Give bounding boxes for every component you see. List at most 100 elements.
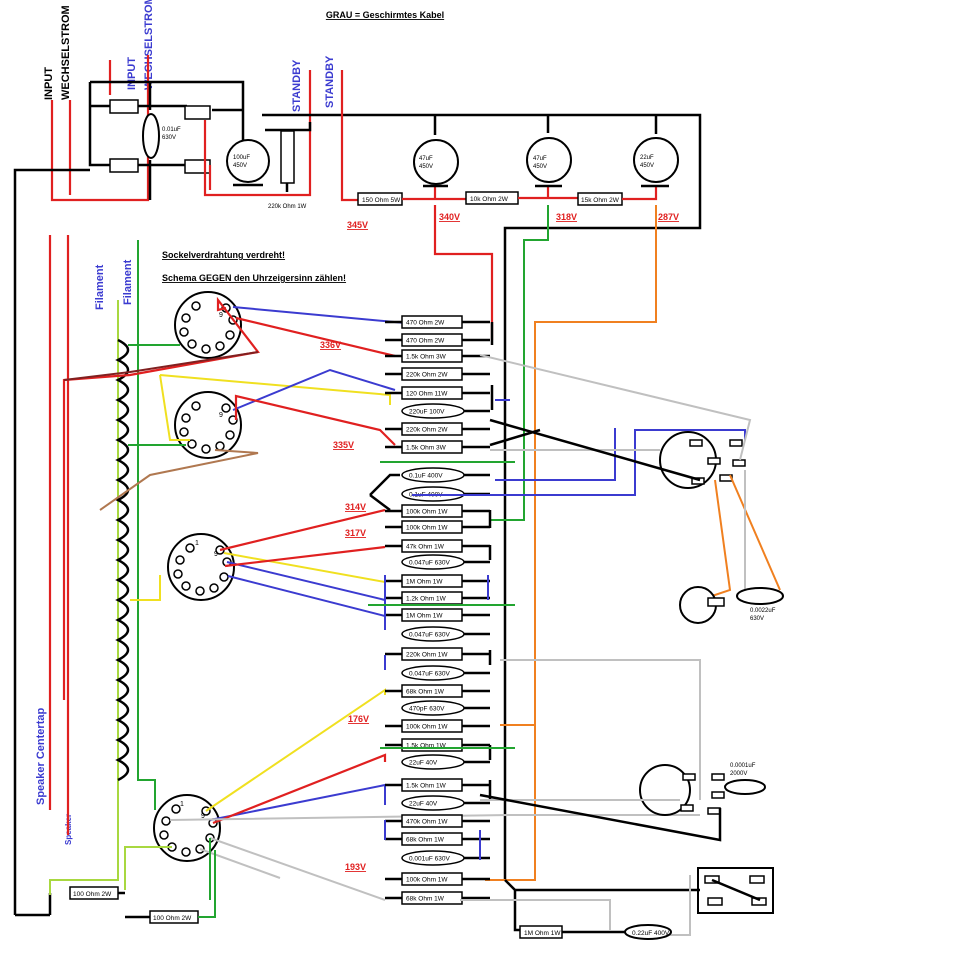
gray-right-1: [479, 354, 752, 461]
label-speaker-centertap: Speaker Centertap: [35, 708, 47, 805]
column-component-label: 470 Ohm 2W: [406, 320, 445, 327]
label-standby: STANDBY: [291, 59, 303, 112]
diode-2: [109, 158, 139, 173]
red-t4: [212, 753, 387, 825]
cap-00001uF: [724, 779, 766, 795]
gray-jack: [460, 875, 691, 936]
column-component-label: 68k Ohm 1W: [406, 689, 445, 696]
yellow-t4: [205, 688, 386, 812]
cap-00022uF-value: 0.0022uF: [750, 608, 776, 614]
cap-47uF-2-voltage: 450V: [533, 164, 547, 170]
black-right-3: [479, 793, 722, 842]
cap-100uF-voltage: 450V: [233, 163, 247, 169]
red-b-plus: [340, 70, 358, 202]
voltage-340: 340V: [439, 212, 460, 222]
red-t3-2: [224, 545, 386, 568]
left-black-frame: [13, 168, 90, 915]
column-component-label: 0.001uF 630V: [409, 856, 451, 863]
jack-lug-2: [749, 875, 765, 884]
column-component-label: 0.047uF 630V: [409, 632, 451, 639]
jack-lug-4: [751, 897, 767, 906]
column-component-label: 1M Ohm 1W: [406, 579, 443, 586]
yellow-t1-2: [159, 374, 190, 441]
column-component-label: 68k Ohm 1W: [406, 896, 445, 903]
gray-t4: [209, 837, 386, 901]
gray-bus-lower: [169, 814, 700, 821]
black-right-2: [489, 428, 541, 447]
note-socket: Sockelverdrahtung verdreht!: [162, 250, 285, 260]
column-component-label: 220k Ohm 1W: [406, 652, 448, 659]
cap-47uF-2-value: 47uF: [533, 156, 547, 162]
cap-47uF-2: [526, 137, 572, 183]
column-component-label: 100k Ohm 1W: [406, 509, 448, 516]
cap-00001uF-value: 0.0001uF: [730, 763, 756, 769]
column-component-label: 22uF 40V: [409, 801, 438, 808]
diode-3: [184, 105, 211, 120]
column-component-label: 220k Ohm 2W: [406, 372, 448, 379]
column-component-label: 47k Ohm 1W: [406, 544, 445, 551]
label-wechselstrom-2: WECHSELSTROM: [143, 0, 155, 90]
voltage-336: 336V: [320, 340, 341, 350]
tube-4-pin1-label: 1: [180, 801, 184, 808]
cap-47uF-1-value: 47uF: [419, 156, 433, 162]
black-right-1: [489, 418, 701, 482]
tube-1-pin9-label: 9: [219, 312, 223, 319]
blue-right-2: [495, 428, 616, 481]
red-t1-plate: [235, 316, 396, 358]
column-component-label: 100k Ohm 1W: [406, 877, 448, 884]
main-ground-rail: [262, 113, 702, 880]
diagram-title: GRAU = Geschirmtes Kabel: [326, 10, 444, 20]
column-side-links: [488, 322, 494, 800]
column-component-label: 470k Ohm 1W: [406, 819, 448, 826]
resistor-100-ohm-a-label: 100 Ohm 2W: [73, 891, 112, 898]
voltage-287: 287V: [658, 212, 679, 222]
red-rail-1: [203, 70, 312, 197]
green-bottom: [198, 850, 216, 918]
cap-47uF-1-voltage: 450V: [419, 164, 433, 170]
voltage-317: 317V: [345, 528, 366, 538]
resistor-10k-label: 10k Ohm 2W: [470, 196, 509, 203]
yellow-t1: [159, 374, 391, 405]
left-black-bottom: [15, 893, 52, 917]
resistor-220k-standby: [280, 130, 295, 184]
cap-22uF-value: 22uF: [640, 155, 654, 161]
column-component-label: 100k Ohm 1W: [406, 525, 448, 532]
voltage-335: 335V: [333, 440, 354, 450]
column-component-label: 0.047uF 630V: [409, 671, 451, 678]
column-component-label: 0.1uF 400V: [409, 473, 443, 480]
label-filament-2: Filament: [122, 259, 134, 305]
voltage-345: 345V: [347, 220, 368, 230]
column-component-label: 1.5k Ohm 1W: [406, 743, 447, 750]
column-component-label: 22uF 40V: [409, 760, 438, 767]
blue-t3-1: [226, 561, 386, 601]
red-t2: [234, 394, 396, 446]
diode-1: [109, 99, 139, 114]
black-bottom: [118, 891, 150, 919]
label-input-2: INPUT: [126, 57, 138, 90]
jack-wire: [711, 878, 761, 902]
column-component-label: 1M Ohm 1W: [406, 613, 443, 620]
column-component-label: 1.5k Ohm 1W: [406, 783, 447, 790]
cap-22uF-voltage: 450V: [640, 163, 654, 169]
blue-t2: [232, 368, 396, 411]
cap-47uF-1: [413, 139, 459, 185]
cap-00022uF: [736, 587, 784, 605]
note-counterclockwise: Schema GEGEN den Uhrzeigersinn zählen!: [162, 273, 346, 283]
column-component-label: 220k Ohm 2W: [406, 427, 448, 434]
filament-wire-1: [49, 300, 119, 895]
label-standby-2: STANDBY: [324, 55, 336, 108]
bridge-wire-2: [90, 104, 243, 112]
resistor-15k-label: 15k Ohm 2W: [581, 197, 620, 204]
blue-t1-plate: [232, 306, 406, 324]
yellow-t3: [223, 552, 386, 583]
column-blue-links: [384, 575, 489, 860]
lg-t4: [124, 846, 172, 890]
bridge-left-wire: [88, 82, 110, 167]
column-component-label: 470pF 630V: [409, 706, 445, 713]
tube-3-pin1-label: 1: [195, 540, 199, 547]
cap-022uF-label: 0.22uF 400V: [632, 930, 670, 937]
voltage-193: 193V: [345, 862, 366, 872]
tube-2-pins: [179, 401, 238, 454]
